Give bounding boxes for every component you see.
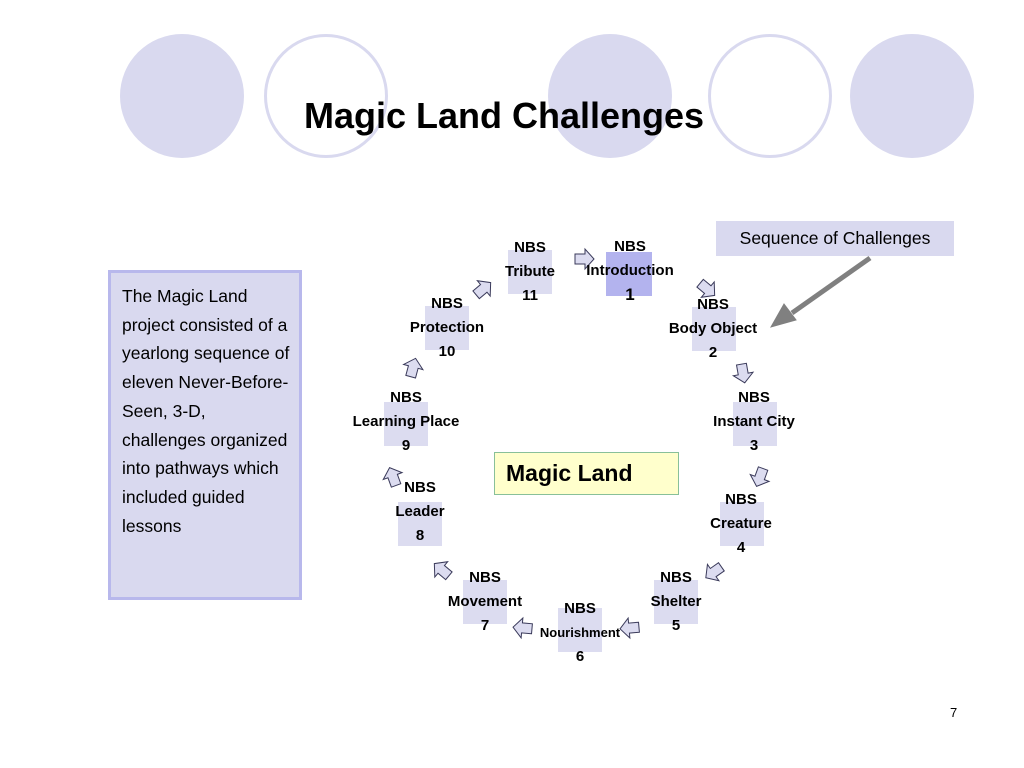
legend-arrow-head — [769, 303, 797, 328]
node-protection: NBS Protection 10 — [410, 292, 484, 364]
node-rect-5 — [654, 580, 698, 624]
node-rect-6 — [558, 608, 602, 652]
node-name: Tribute — [504, 263, 556, 280]
page-number: 7 — [950, 705, 958, 720]
node-shelter: NBS Shelter 5 — [651, 566, 702, 638]
node-leader: NBS Leader 8 — [395, 476, 444, 548]
node-number: 9 — [401, 437, 411, 454]
node-instant-city: NBS Instant City 3 — [713, 386, 795, 458]
cycle-arrow-icon — [731, 362, 755, 384]
node-creature: NBS Creature 4 — [710, 488, 772, 560]
node-number: 6 — [575, 648, 585, 665]
node-rect-10 — [425, 306, 469, 350]
node-rect-4 — [720, 502, 764, 546]
node-number: 1 — [625, 285, 635, 304]
node-number: 8 — [415, 527, 425, 544]
decor-circle-3 — [548, 34, 672, 158]
node-introduction: NBS Introduction 1 — [586, 235, 673, 307]
node-rect-3 — [733, 402, 777, 446]
legend-box: Sequence of Challenges — [716, 221, 954, 256]
node-name: Protection — [409, 319, 485, 336]
node-number: 3 — [749, 437, 759, 454]
node-name: Instant City — [713, 413, 795, 430]
decor-circle-2 — [264, 34, 388, 158]
node-prefix: NBS — [431, 295, 463, 312]
node-name: Shelter — [650, 593, 702, 610]
node-number: 7 — [480, 617, 490, 634]
node-number: 5 — [671, 617, 681, 634]
node-number: 2 — [708, 344, 718, 361]
node-prefix: NBS — [514, 239, 546, 256]
node-name: Nourishment — [539, 625, 621, 640]
node-rect-9 — [384, 402, 428, 446]
node-nourishment: NBS Nourishment 6 — [540, 597, 620, 669]
node-prefix: NBS — [404, 479, 436, 496]
node-rect-1 — [606, 252, 652, 296]
node-name: Movement — [447, 593, 523, 610]
node-rect-11 — [508, 250, 552, 294]
node-name: Leader — [395, 503, 445, 520]
node-prefix: NBS — [738, 389, 770, 406]
decor-circle-4 — [708, 34, 832, 158]
node-movement: NBS Movement 7 — [448, 566, 522, 638]
node-rect-2 — [692, 307, 736, 351]
node-rect-8 — [398, 502, 442, 546]
cycle-arrow-icon — [619, 616, 640, 640]
cycle-arrow-icon — [749, 466, 771, 488]
node-prefix: NBS — [469, 569, 501, 586]
node-body-object: NBS Body Object 2 — [669, 293, 757, 365]
node-prefix: NBS — [697, 296, 729, 313]
node-prefix: NBS — [390, 389, 422, 406]
node-number: 4 — [736, 539, 746, 556]
description-text: The Magic Land project consisted of a ye… — [122, 286, 290, 536]
node-number: 10 — [438, 343, 456, 360]
node-prefix: NBS — [564, 600, 596, 617]
node-name: Introduction — [586, 262, 674, 279]
slide-title: Magic Land Challenges — [303, 95, 705, 136]
node-rect-7 — [463, 580, 507, 624]
node-prefix: NBS — [725, 491, 757, 508]
node-name: Learning Place — [352, 413, 460, 430]
decor-circle-1 — [120, 34, 244, 158]
node-learning-place: NBS Learning Place 9 — [353, 386, 460, 458]
decor-circle-5 — [850, 34, 974, 158]
node-name: Creature — [710, 515, 772, 532]
description-box: The Magic Land project consisted of a ye… — [108, 270, 302, 600]
node-number: 11 — [522, 287, 538, 304]
center-label: Magic Land — [494, 452, 679, 495]
cycle-arrow-icon — [705, 562, 725, 582]
legend-arrow-icon — [790, 255, 872, 316]
node-prefix: NBS — [660, 569, 692, 586]
node-prefix: NBS — [614, 238, 646, 255]
node-tribute: NBS Tribute 11 — [505, 236, 555, 308]
node-name: Body Object — [668, 320, 758, 337]
